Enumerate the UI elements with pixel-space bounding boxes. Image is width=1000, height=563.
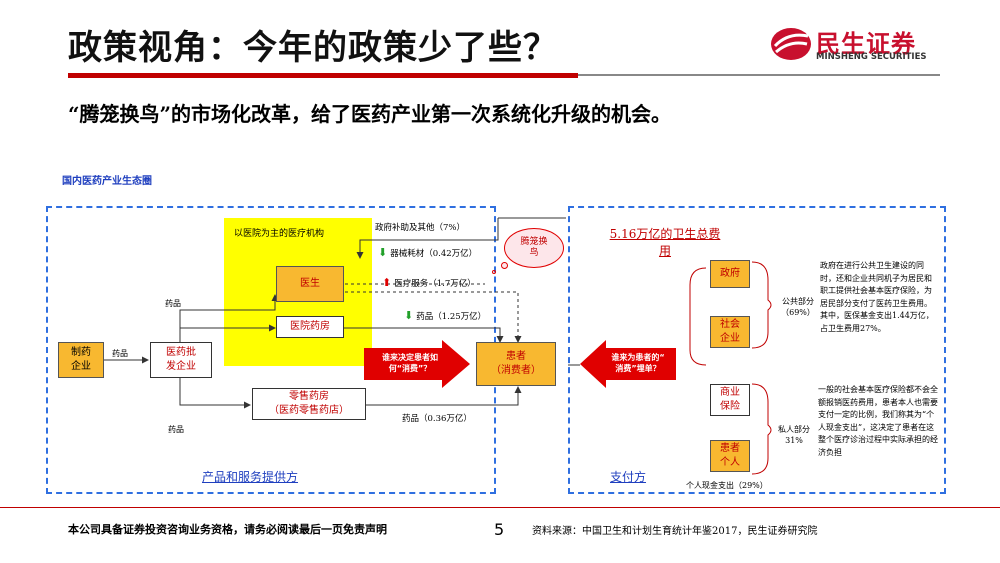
total-health-spend: 5.16万亿的卫生总费 用 [609, 227, 721, 258]
right-arrow-icon [364, 340, 470, 388]
doctor-label: 医生 [300, 278, 320, 289]
footer-divider [0, 507, 1000, 508]
patient-individual-box: 患者 个人 [710, 440, 750, 472]
title-divider [68, 73, 578, 78]
hospital-drugs-label: ⬇ 药品（1.25万亿） [404, 309, 486, 322]
retail-pharmacy-box: 零售药房 （医药零售药店） [252, 388, 366, 420]
provider-label: 产品和服务提供方 [202, 470, 299, 484]
brand-name-cn: 民生证券 [816, 30, 916, 58]
out-of-pocket-label: 个人现金支出（29%） [686, 481, 768, 490]
minsheng-logo-icon [771, 28, 811, 60]
doctor-box: 医生 [276, 266, 344, 302]
who-decides-text: 谁来决定患者如 何“消费”？ [382, 353, 438, 373]
devices-label: ⬇ 器械耗材（0.42万亿） [378, 246, 477, 259]
medical-service-label: ⬆ 医疗服务（1.7万亿） [382, 276, 476, 289]
government-box: 政府 [710, 260, 750, 288]
page-title: 政策视角：今年的政策少了些？ [68, 28, 558, 68]
government-label: 政府 [720, 268, 740, 279]
pharma-company-box: 制药 企业 [58, 342, 104, 378]
wholesaler-box: 医药批 发企业 [150, 342, 212, 378]
retail-pharmacy-label: 零售药房 （医药零售药店） [269, 391, 349, 416]
up-arrow-icon: ⬆ [382, 276, 392, 289]
flow-label-drugs-2: 药品 [112, 349, 128, 358]
patient-individual-label: 患者 个人 [720, 443, 740, 468]
bubble-dot-small [492, 270, 496, 274]
brand-name-en: MINSHENG SECURITIES [816, 52, 927, 62]
hospital-pharmacy-box: 医院药房 [276, 316, 344, 338]
flow-label-drugs-3: 药品 [168, 425, 184, 434]
brand-logo: 民生证券 MINSHENG SECURITIES [770, 24, 945, 66]
who-decides-arrow: 谁来决定患者如 何“消费”？ [364, 340, 470, 388]
hospital-region-label: 以医院为主的医疗机构 [234, 229, 325, 239]
public-part-label: 公共部分 （69%） [781, 297, 815, 317]
title-divider-gray [578, 74, 940, 76]
social-enterprise-box: 社会 企业 [710, 316, 750, 348]
payer-label: 支付方 [610, 470, 647, 484]
private-part-label: 私人部分 31% [778, 425, 810, 445]
patient-label: 患者 （消费者） [491, 351, 541, 376]
footer-disclaimer: 本公司具备证券投资咨询业务资格，请务必阅读最后一页免责声明 [68, 523, 387, 536]
pharma-company-label: 制药 企业 [71, 347, 91, 372]
flow-label-drugs-1: 药品 [165, 299, 181, 308]
hospital-drugs-value: 药品（1.25万亿） [416, 311, 487, 322]
wholesaler-label: 医药批 发企业 [166, 347, 196, 372]
down-arrow-icon: ⬇ [404, 309, 414, 322]
private-note: 一般的社会基本医疗保险都不会全额报销医药费用，患者本人也需要支付一定的比例，我们… [818, 385, 938, 457]
diagram-caption: 国内医药产业生态圈 [62, 176, 152, 187]
subtitle: “腾笼换鸟”的市场化改革，给了医药产业第一次系统化升级的机会。 [68, 102, 672, 126]
tengong-bubble: 腾笼换 鸟 [504, 228, 564, 268]
commercial-insurance-box: 商业 保险 [710, 384, 750, 416]
gov-subsidy-label: 政府补助及其他（7%） [375, 223, 465, 233]
commercial-insurance-label: 商业 保险 [720, 387, 740, 412]
public-note: 政府在进行公共卫生建设的同时，还和企业共同机子为居民和职工提供社会基本医疗保险，… [820, 261, 934, 333]
bubble-text: 腾笼换 鸟 [520, 237, 548, 258]
bubble-dot [501, 262, 508, 269]
devices-value: 器械耗材（0.42万亿） [390, 248, 478, 259]
retail-drugs-label: 药品（0.36万亿） [402, 414, 472, 424]
page-number: 5 [494, 520, 505, 539]
who-pays-text: 谁来为患者的“ 消费”埋单？ [611, 353, 665, 373]
social-enterprise-label: 社会 企业 [720, 319, 740, 344]
who-pays-arrow: 谁来为患者的“ 消费”埋单？ [580, 340, 676, 388]
patient-box: 患者 （消费者） [476, 342, 556, 386]
left-arrow-icon [580, 340, 676, 388]
down-arrow-icon: ⬇ [378, 246, 388, 259]
hospital-pharmacy-label: 医院药房 [290, 321, 330, 332]
payer-region [568, 206, 946, 494]
footer-source: 资料来源：中国卫生和计划生育统计年鉴2017，民生证券研究院 [532, 526, 818, 537]
medical-service-value: 医疗服务（1.7万亿） [394, 278, 476, 289]
